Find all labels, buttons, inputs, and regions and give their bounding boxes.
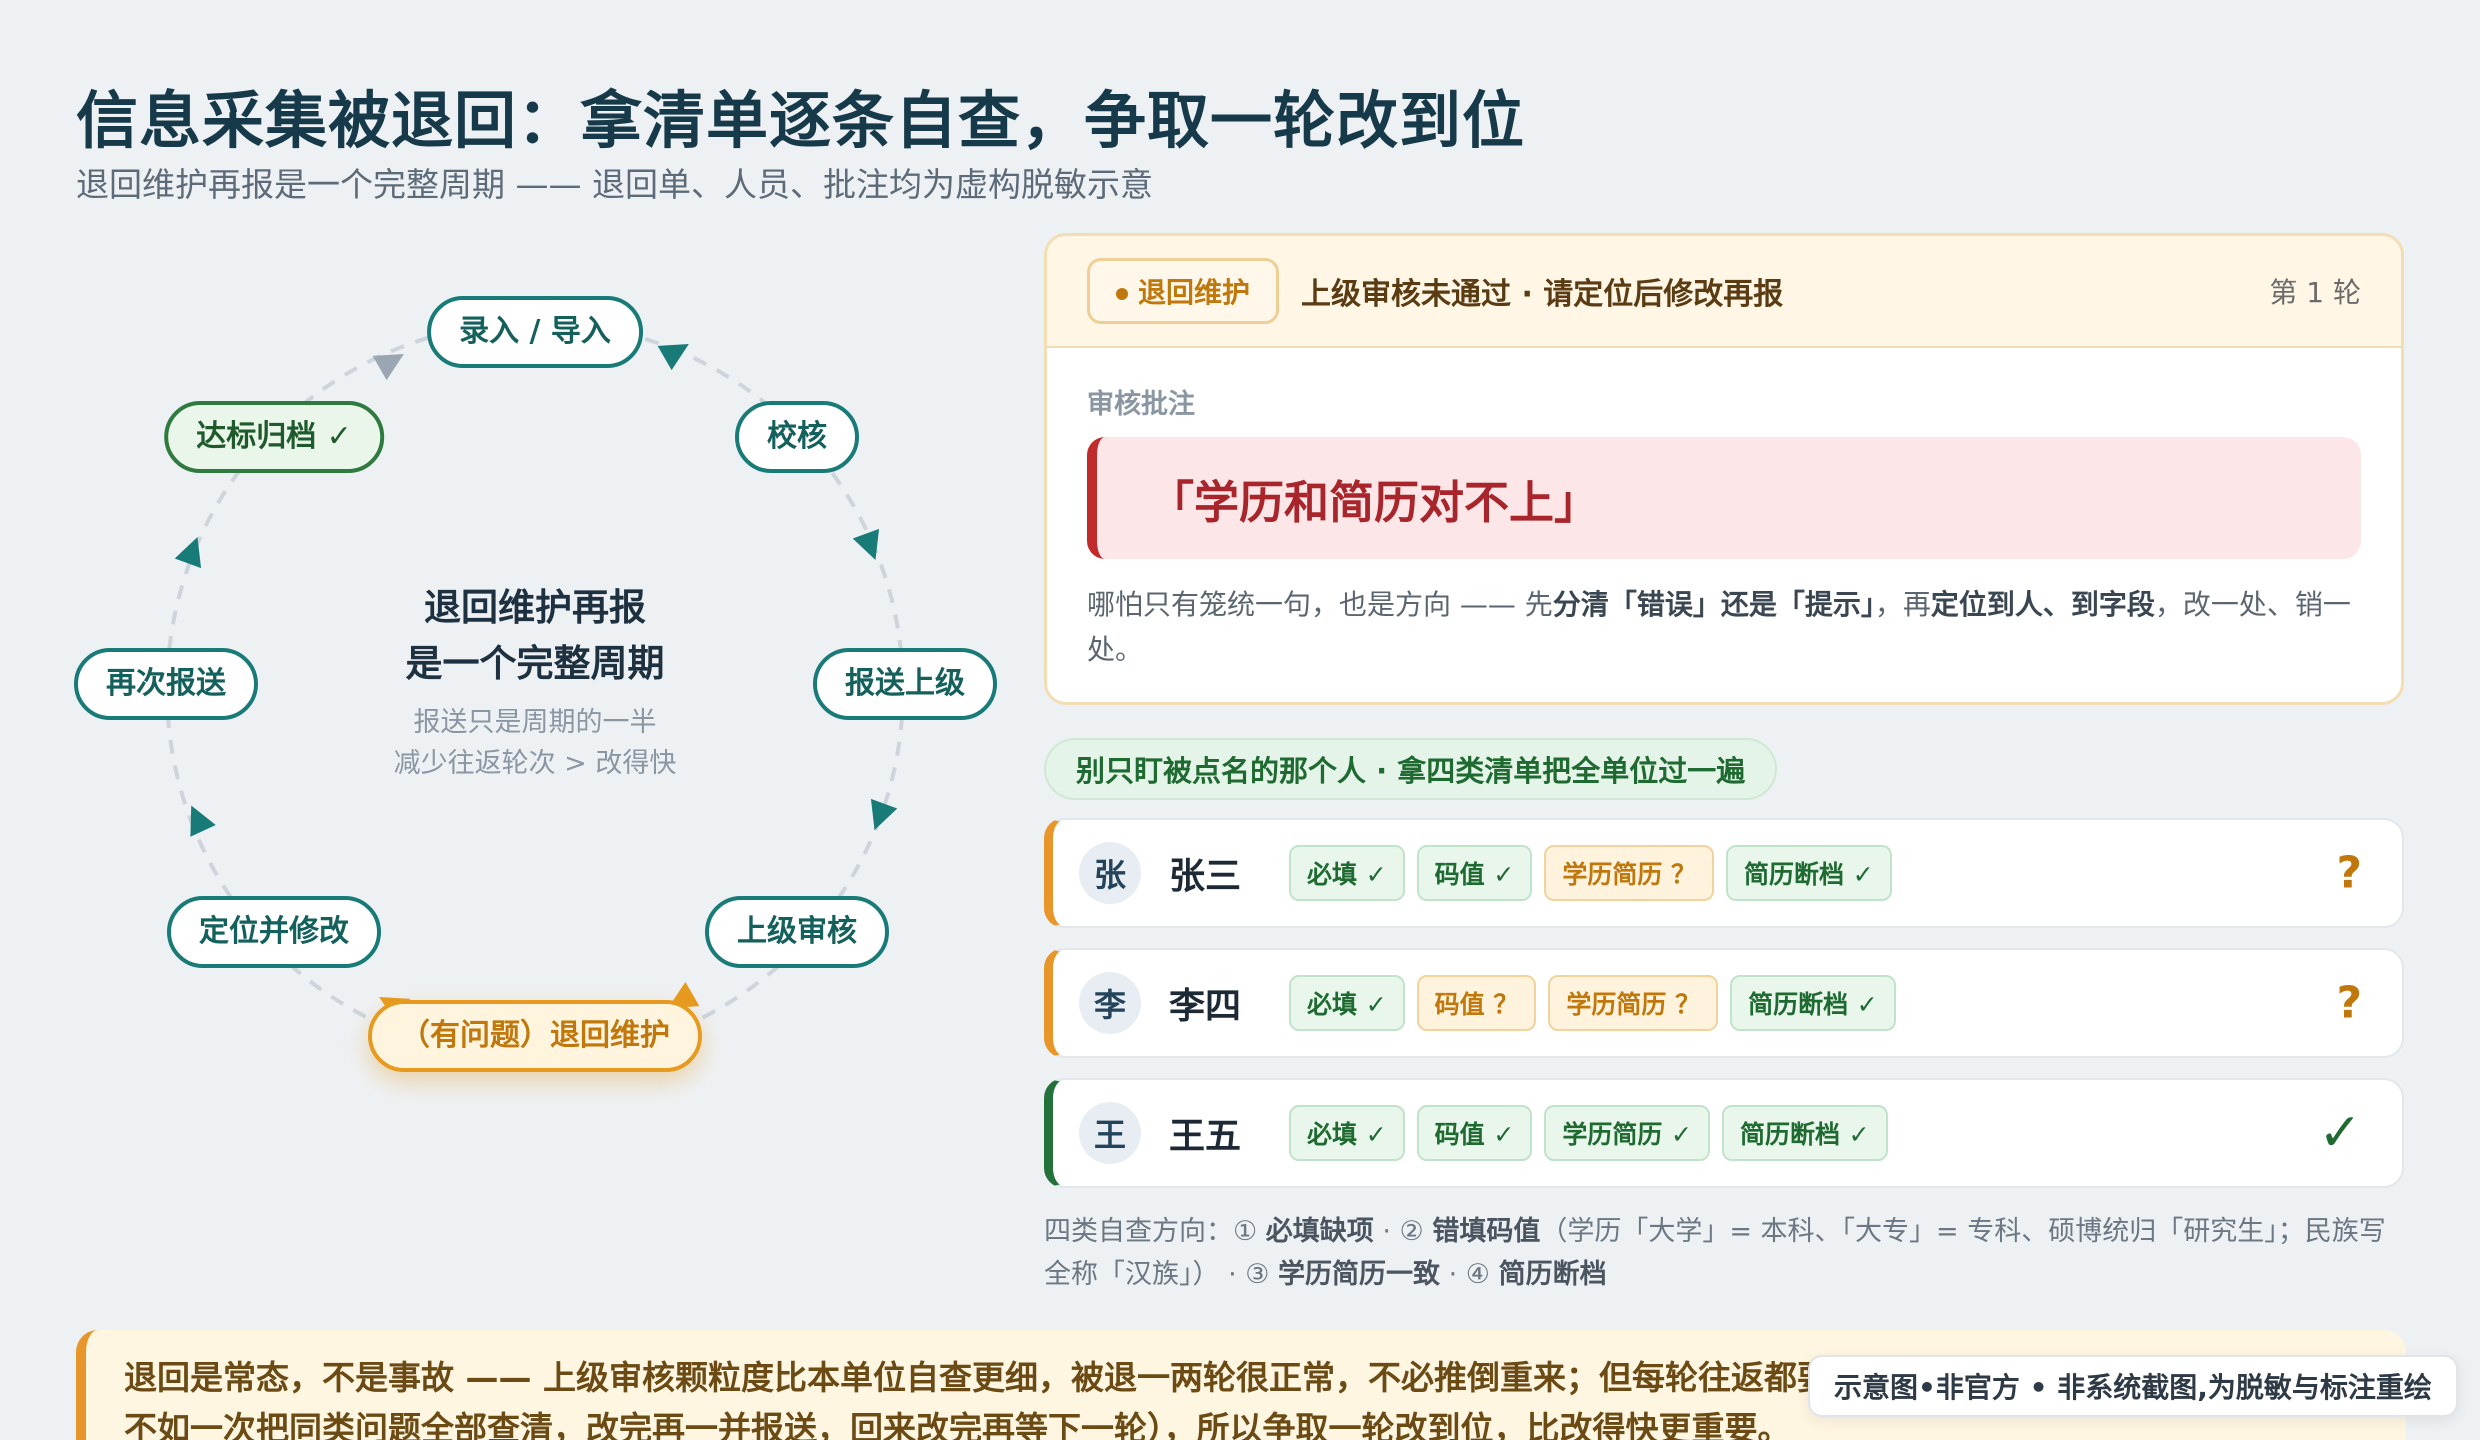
chip-required: 必填 ✓: [1289, 1105, 1405, 1161]
chip-code: 码值 ？: [1416, 975, 1537, 1031]
chip-resume-gap: 简历断档 ✓: [1726, 845, 1892, 901]
watermark-badge: 示意图•非官方 • 非系统截图,为脱敏与标注重绘: [1808, 1355, 2458, 1417]
chip-required: 必填 ✓: [1289, 845, 1405, 901]
explain-bold-1: 分清「错误」还是「提示」: [1552, 588, 1875, 621]
review-round: 第 1 轮: [2269, 276, 2361, 309]
chip-code: 码值 ✓: [1416, 845, 1533, 901]
cycle-node-returned: （有问题）退回维护: [368, 1000, 702, 1072]
page-subtitle: 退回维护再报是一个完整周期 —— 退回单、人员、批注均为虚构脱敏示意: [76, 165, 1153, 204]
direction-4: 简历断档: [1498, 1259, 1607, 1291]
arrow-fix-to-resubmit: [190, 805, 216, 837]
arrow-archive-to-entry: [372, 354, 404, 381]
check-chips: 必填 ✓ 码值 ？ 学历简历 ？ 简历断档 ✓: [1289, 975, 1896, 1031]
chip-resume-gap: 简历断档 ✓: [1721, 1105, 1888, 1161]
status-dot-icon: [1116, 288, 1128, 300]
checklist-tip-pill: 别只盯被点名的那个人 · 拿四类清单把全单位过一遍: [1044, 738, 1778, 800]
avatar: 王: [1079, 1102, 1141, 1164]
review-card-body: 审核批注 「学历和简历对不上」 哪怕只有笼统一句，也是方向 —— 先分清「错误」…: [1047, 348, 2401, 702]
cycle-center-caption: 退回维护再报 是一个完整周期 报送只是周期的一半 减少往返轮次 > 改得快: [325, 580, 745, 784]
person-row-zhangsan[interactable]: 张 张三 必填 ✓ 码值 ✓ 学历简历 ？ 简历断档 ✓ ?: [1044, 818, 2404, 928]
cycle-node-verify: 校核: [735, 401, 859, 473]
explain-text-3: ，改一处、销一处。: [1087, 588, 2351, 666]
explain-text-2: ，再: [1874, 588, 1931, 621]
cycle-diagram: 录入 / 导入 校核 报送上级 上级审核 （有问题）退回维护 定位并修改 再次报…: [60, 280, 1020, 1100]
cycle-node-archive: 达标归档 ✓: [164, 401, 384, 473]
chip-education-resume: 学历简历 ？: [1544, 845, 1715, 901]
directions-sep-1: · ②: [1373, 1216, 1433, 1247]
review-card-title: 上级审核未通过 · 请定位后修改再报: [1301, 277, 1784, 312]
chip-resume-gap: 简历断档 ✓: [1730, 975, 1896, 1031]
review-note-quote: 「学历和简历对不上」: [1087, 437, 2361, 559]
arrow-resubmit-to-archive: [174, 536, 202, 569]
cycle-center-line4: 减少往返轮次 > 改得快: [393, 747, 677, 779]
review-card-header: 退回维护 上级审核未通过 · 请定位后修改再报 第 1 轮: [1047, 236, 2401, 348]
directions-sep-2: · ③: [1219, 1259, 1279, 1291]
chip-education-resume: 学历简历 ？: [1548, 975, 1719, 1031]
self-check-directions: 四类自查方向：① 必填缺项 · ② 错填码值（学历「大学」= 本科、「大专」= …: [1044, 1210, 2404, 1296]
review-card: 退回维护 上级审核未通过 · 请定位后修改再报 第 1 轮 审核批注 「学历和简…: [1044, 233, 2404, 705]
person-row-wangwu[interactable]: 王 王五 必填 ✓ 码值 ✓ 学历简历 ✓ 简历断档 ✓ ✓: [1044, 1078, 2404, 1188]
question-mark-icon: ?: [2336, 847, 2362, 899]
direction-3: 学历简历一致: [1278, 1259, 1441, 1291]
person-name: 李四: [1169, 986, 1242, 1027]
cycle-center-line1: 退回维护再报: [424, 586, 646, 629]
directions-sep-3: · ④: [1440, 1259, 1499, 1291]
chip-education-resume: 学历简历 ✓: [1544, 1105, 1710, 1161]
avatar: 张: [1079, 842, 1141, 904]
person-row-lisi[interactable]: 李 李四 必填 ✓ 码值 ？ 学历简历 ？ 简历断档 ✓ ?: [1044, 948, 2404, 1058]
review-note-quote-text: 「学历和简历对不上」: [1149, 475, 1600, 529]
directions-lead: 四类自查方向：①: [1044, 1216, 1266, 1247]
status-badge: 退回维护: [1087, 258, 1280, 324]
cycle-center-line2: 是一个完整周期: [405, 641, 665, 685]
review-explain: 哪怕只有笼统一句，也是方向 —— 先分清「错误」还是「提示」，再定位到人、到字段…: [1087, 583, 2361, 673]
cycle-node-review: 上级审核: [705, 896, 889, 968]
checkmark-icon: ✓: [2318, 1103, 2362, 1163]
explain-text-1: 哪怕只有笼统一句，也是方向 —— 先: [1087, 588, 1553, 621]
explain-bold-2: 定位到人、到字段: [1930, 588, 2155, 621]
person-name: 张三: [1169, 856, 1242, 897]
question-mark-icon: ?: [2336, 977, 2362, 1029]
arrow-verify-to-report: [852, 528, 880, 561]
check-chips: 必填 ✓ 码值 ✓ 学历简历 ？ 简历断档 ✓: [1289, 845, 1892, 901]
chip-required: 必填 ✓: [1289, 975, 1405, 1031]
page-title: 信息采集被退回：拿清单逐条自查，争取一轮改到位: [76, 84, 1526, 157]
arrow-report-to-review: [870, 798, 898, 831]
direction-2: 错填码值: [1432, 1216, 1541, 1247]
avatar: 李: [1079, 972, 1141, 1034]
direction-1: 必填缺项: [1265, 1216, 1374, 1247]
direction-2-detail: （学历「大学」= 本科、「大专」= 专科、硕博统归「研究生」；民族写全称「汉族」…: [1044, 1216, 2386, 1291]
cycle-node-resubmit: 再次报送: [74, 648, 258, 720]
arrow-entry-to-verify: [657, 344, 689, 371]
cycle-node-fix: 定位并修改: [167, 896, 381, 968]
review-note-label: 审核批注: [1087, 389, 1195, 420]
cycle-center-line3: 报送只是周期的一半: [413, 707, 657, 738]
check-chips: 必填 ✓ 码值 ✓ 学历简历 ✓ 简历断档 ✓: [1289, 1105, 1888, 1161]
cycle-node-entry: 录入 / 导入: [427, 296, 643, 368]
person-name: 王五: [1169, 1116, 1242, 1157]
cycle-node-report: 报送上级: [813, 648, 997, 720]
chip-code: 码值 ✓: [1416, 1105, 1533, 1161]
status-badge-label: 退回维护: [1138, 276, 1251, 309]
